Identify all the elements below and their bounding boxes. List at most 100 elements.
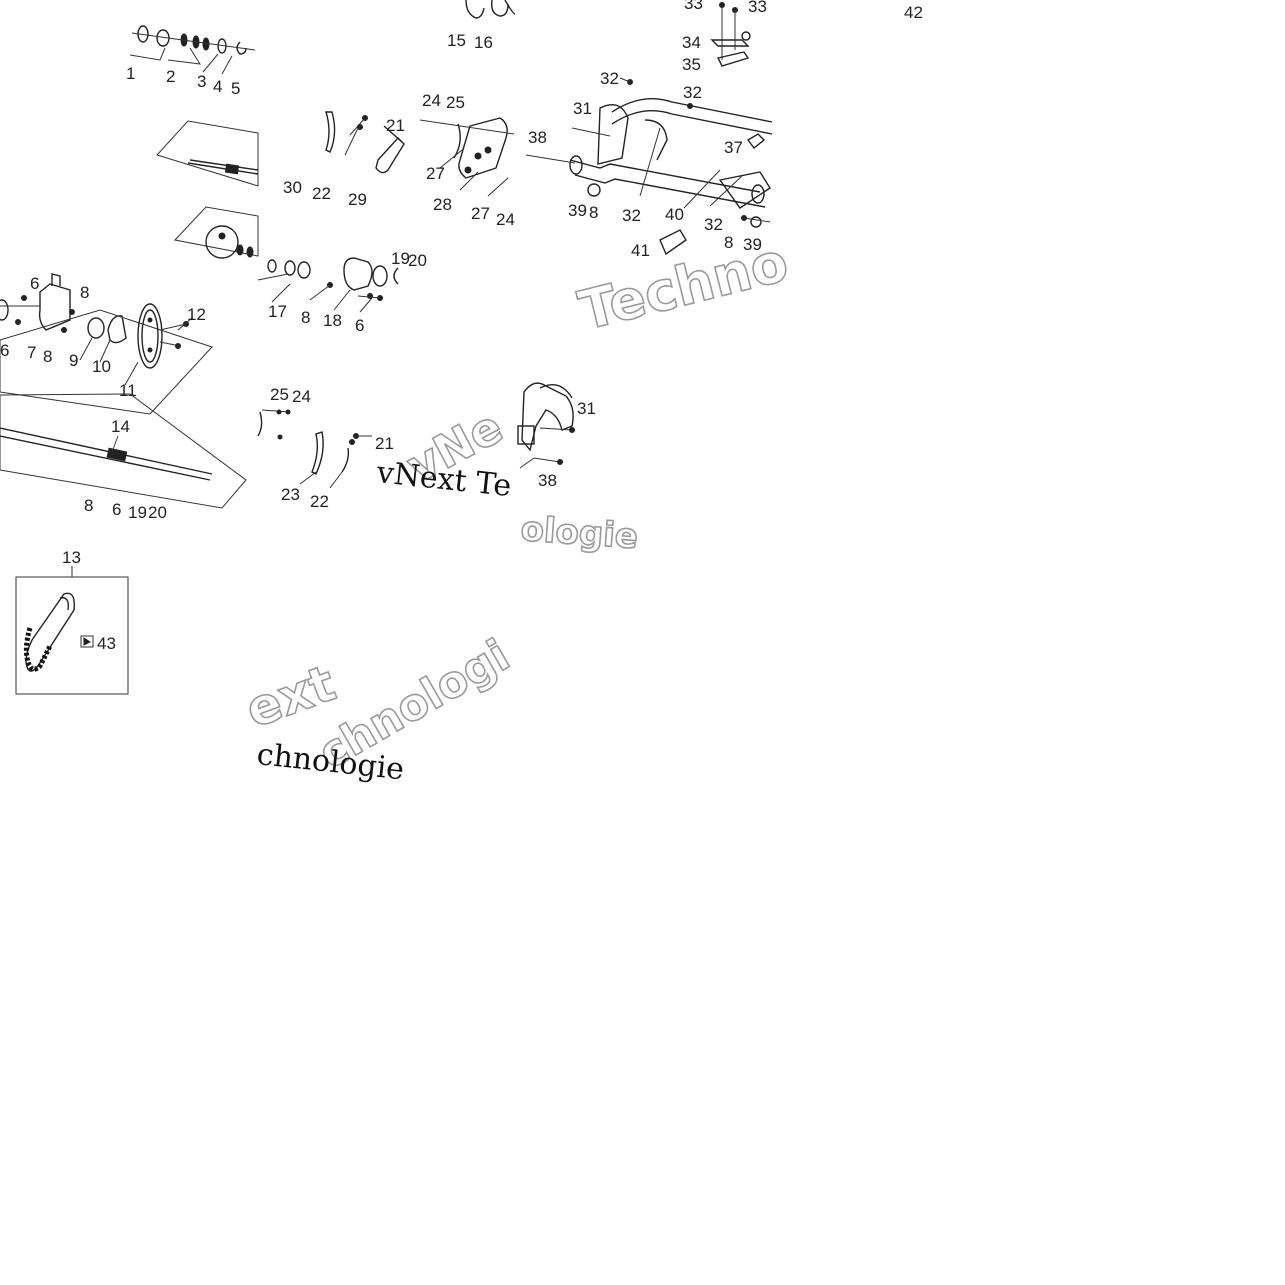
part-label-14: 14: [111, 417, 130, 436]
tile-bracket-middle: [517, 382, 575, 469]
spring-part: [341, 447, 350, 473]
part-label-27: 27: [471, 204, 490, 223]
bracket-part: [716, 51, 750, 67]
part-label-17: 17: [268, 302, 287, 321]
part-label-25: 25: [270, 385, 289, 404]
part-label-30: 30: [283, 178, 302, 197]
part-label-6: 6: [355, 316, 364, 335]
part-label-8: 8: [724, 233, 733, 252]
part-labels: 1 2 3 4 5 6 6 7 8 8 9 10 11 12 13 14 8 6…: [0, 0, 923, 653]
part-label-6: 6: [30, 274, 39, 293]
bracket-part: [710, 39, 750, 47]
part-label-32: 32: [683, 83, 702, 102]
part-label-20: 20: [148, 503, 167, 522]
part-label-1: 1: [126, 64, 135, 83]
part-label-8: 8: [301, 308, 310, 327]
part-label-33: 33: [748, 0, 767, 16]
shaft-outline: [156, 120, 259, 187]
tile-drum-middle: [257, 257, 399, 489]
brake-shoe-part: [375, 136, 405, 174]
part-label-19: 19: [391, 249, 410, 268]
shaft-part: [187, 162, 259, 175]
part-label-8: 8: [43, 347, 52, 366]
part-label-38: 38: [538, 471, 557, 490]
brake-drum-part: [458, 117, 508, 179]
part-label-22: 22: [310, 492, 329, 511]
part-label-43: 43: [97, 634, 116, 653]
gear-part: [490, 0, 509, 17]
sprocket-outline: [174, 206, 259, 257]
part-label-20: 20: [408, 251, 427, 270]
part-label-32: 32: [600, 69, 619, 88]
part-label-3: 3: [197, 72, 206, 91]
part-label-39: 39: [743, 235, 762, 254]
clip-part: [393, 267, 399, 285]
part-label-7: 7: [27, 343, 36, 362]
part-label-32: 32: [704, 215, 723, 234]
sprocket-part: [205, 225, 239, 259]
part-label-24: 24: [496, 210, 515, 229]
part-label-21: 21: [375, 434, 394, 453]
sprocket-disc-part: [137, 303, 163, 369]
part-label-11: 11: [119, 381, 137, 400]
part-label-19: 19: [128, 503, 147, 522]
part-label-21: 21: [386, 116, 405, 135]
part-label-35: 35: [682, 55, 701, 74]
part-label-18: 18: [323, 311, 342, 330]
tile-shaft-top: [129, 25, 259, 259]
part-label-39: 39: [568, 201, 587, 220]
part-label-16: 16: [474, 33, 493, 52]
part-label-28: 28: [433, 195, 452, 214]
part-label-40: 40: [665, 205, 684, 224]
flange-part: [107, 315, 127, 344]
tile-frame-top: [525, 2, 773, 256]
part-label-29: 29: [348, 190, 367, 209]
part-label-24: 24: [292, 387, 311, 406]
bushing-part: [569, 155, 583, 175]
part-label-27: 27: [426, 164, 445, 183]
part-label-25: 25: [446, 93, 465, 112]
part-label-15: 15: [447, 31, 466, 50]
part-label-41: 41: [631, 241, 650, 260]
frame-plate-part: [521, 382, 574, 452]
hub-bracket-part: [38, 283, 71, 331]
brake-arm-part: [325, 111, 336, 153]
part-label-5: 5: [231, 79, 240, 98]
part-label-6: 6: [112, 500, 121, 519]
part-label-31: 31: [577, 399, 596, 418]
part-label-4: 4: [213, 77, 222, 96]
part-label-2: 2: [166, 67, 175, 86]
spring-part: [311, 431, 324, 475]
drum-part: [343, 257, 373, 291]
part-label-32: 32: [622, 206, 641, 225]
part-label-8: 8: [80, 283, 89, 302]
part-label-33: 33: [684, 0, 703, 13]
axle-outline: [0, 393, 247, 509]
part-label-8: 8: [589, 203, 598, 222]
watermark-text: Techno: [573, 230, 794, 342]
frame-plate-part: [597, 104, 629, 165]
part-label-31: 31: [573, 99, 592, 118]
frame-tube-part: [611, 97, 773, 123]
part-label-37: 37: [724, 138, 743, 157]
tile-brake-top: [325, 0, 516, 197]
clip-part: [236, 41, 247, 55]
mount-block-part: [517, 425, 535, 445]
watermark-text: vNext Te: [374, 455, 513, 504]
drive-chain-part: [25, 592, 75, 672]
part-label-10: 10: [92, 357, 111, 376]
part-label-34: 34: [682, 33, 701, 52]
tile-hub-middle: [0, 273, 247, 509]
part-label-22: 22: [312, 184, 331, 203]
part-label-12: 12: [187, 305, 206, 324]
watermark-text: ologie: [519, 509, 639, 557]
part-label-38: 38: [528, 128, 547, 147]
part-label-13: 13: [62, 548, 81, 567]
belt-kit-frame: [15, 576, 129, 695]
part-label-8: 8: [84, 496, 93, 515]
chain-link-icon: [80, 635, 94, 648]
axle-part: [0, 427, 213, 475]
hub-outline: [0, 309, 213, 415]
part-label-42: 42: [904, 3, 923, 22]
